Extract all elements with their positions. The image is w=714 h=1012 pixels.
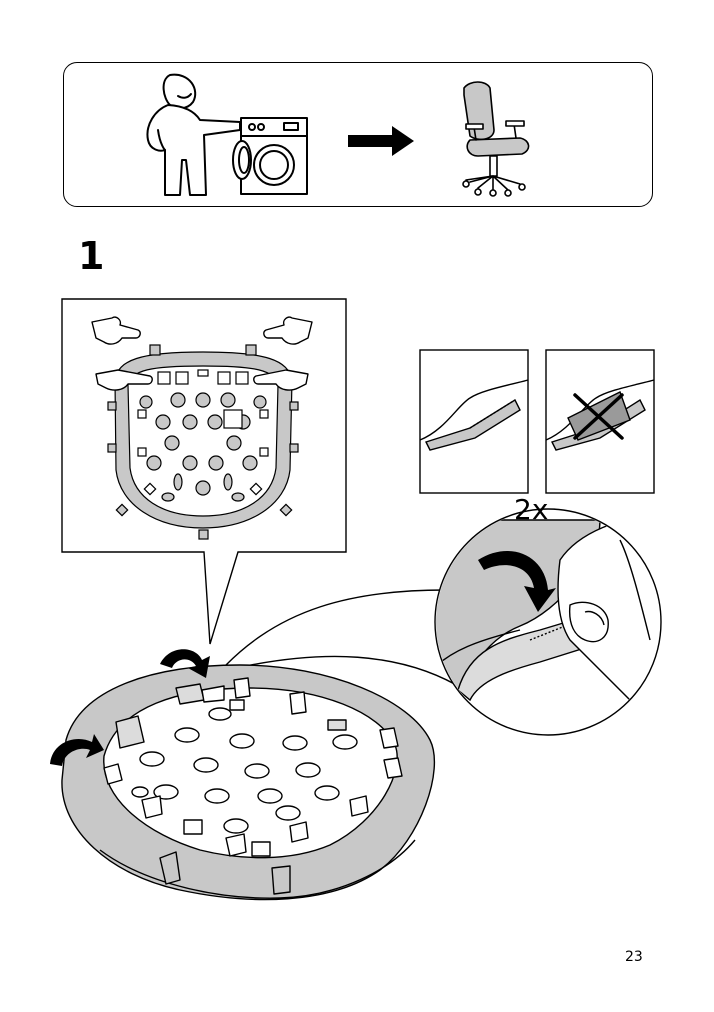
x-mark-icon [573,393,624,440]
quantity-multiplier: 2x [514,493,549,526]
hand-icon [253,316,313,391]
right-arrow-icon [348,126,414,156]
step-number: 1 [78,234,105,278]
zoom-detail-circle [225,508,662,736]
header-instruction-box [63,62,653,207]
seat-underside-detail [107,344,299,540]
seat-assembly [50,649,436,901]
page-number: 23 [625,949,643,965]
velcro-correct-icon [419,349,529,494]
person-at-washing-machine-icon [146,73,308,196]
hand-icon [91,316,153,391]
velcro-incorrect-icon [545,349,655,494]
office-chair-icon [462,81,530,197]
